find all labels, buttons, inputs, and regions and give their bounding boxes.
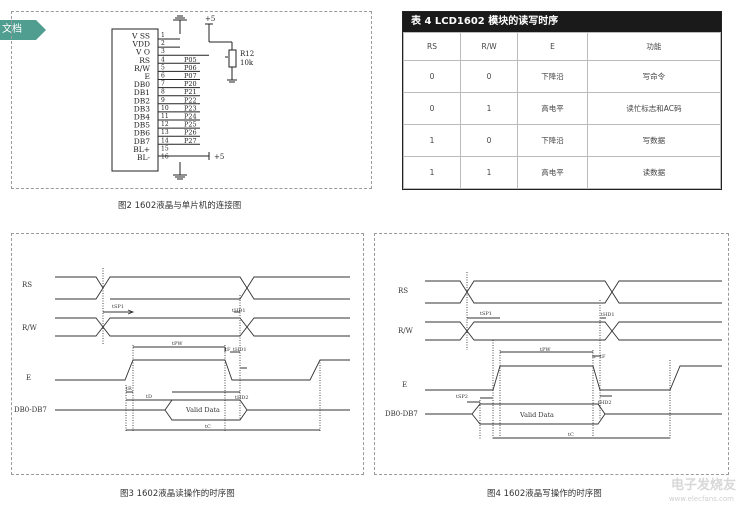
pin-number: 13	[161, 129, 169, 136]
lcd-chip	[111, 28, 159, 172]
pin-label: V SS	[131, 32, 150, 41]
cell-rw: 1	[460, 92, 519, 125]
cell-rs: 0	[402, 92, 462, 125]
header-function: 功能	[586, 32, 722, 61]
port-label: P26	[184, 129, 197, 137]
cell-e: 高电平	[517, 92, 588, 125]
read-write-table: 表 4 LCD1602 模块的读写时序 RS R/W E 功能 0 0 下降沿 …	[402, 11, 722, 190]
cell-rw: 0	[460, 124, 519, 157]
cell-rw: 1	[460, 156, 519, 189]
cell-function: 读数据	[586, 156, 722, 189]
pin-label: E	[145, 72, 150, 81]
pin-label: DB1	[134, 88, 150, 97]
table-grid: RS R/W E 功能 0 0 下降沿 写命令 0 1 高电平 读忙标志和AC码…	[402, 32, 722, 189]
pin-number: 11	[161, 113, 169, 120]
pin-label: DB4	[134, 113, 151, 122]
pin-number: 14	[161, 137, 169, 144]
pin-label: V O	[135, 48, 150, 57]
table-row: 1 1 高电平 读数据	[402, 156, 722, 189]
table-title: 表 4 LCD1602 模块的读写时序	[403, 12, 721, 32]
pin-label: DB2	[134, 96, 151, 105]
port-label: P23	[184, 104, 197, 112]
resistor-value: 10k	[240, 59, 254, 67]
pin-label: BL+	[133, 145, 150, 154]
header-rw: R/W	[460, 32, 519, 61]
pin-label: DB5	[134, 121, 151, 130]
pin-label: VDD	[132, 40, 150, 49]
pin-label: DB7	[134, 137, 151, 146]
table-row: 0 0 下降沿 写命令	[402, 60, 722, 93]
port-label: P07	[184, 72, 197, 80]
port-label: P21	[184, 88, 197, 96]
port-label: P27	[184, 137, 197, 145]
plus5-top-label: +5	[205, 15, 215, 23]
pin-number: 12	[161, 121, 169, 128]
table-header-row: RS R/W E 功能	[402, 32, 722, 61]
cell-rs: 1	[402, 156, 462, 189]
pin-label: BL-	[137, 153, 150, 162]
pin-number: 8	[161, 89, 165, 96]
port-label: P25	[184, 121, 197, 129]
cell-rw: 0	[460, 60, 519, 93]
pin-number: 3	[161, 48, 165, 55]
table-row: 0 1 高电平 读忙标志和AC码	[402, 92, 722, 125]
pin-label: R/W	[134, 64, 150, 73]
header-e: E	[517, 32, 588, 61]
pin-number: 2	[161, 40, 165, 47]
write-timing-panel	[374, 233, 729, 475]
figure4-caption: 图4 1602液晶写操作的时序图	[487, 489, 602, 499]
pin-number: 5	[161, 64, 165, 71]
pin-number: 10	[161, 105, 169, 112]
read-timing-panel	[11, 233, 364, 475]
pin-label: DB3	[134, 104, 151, 113]
cell-e: 下降沿	[517, 60, 588, 93]
port-label: P20	[184, 80, 197, 88]
pin-label: RS	[139, 56, 150, 65]
pin-number: 15	[161, 145, 169, 152]
cell-function: 读忙标志和AC码	[586, 92, 722, 125]
pin-label: DB6	[134, 129, 151, 138]
pin-number: 16	[161, 154, 169, 161]
pin-number: 7	[161, 81, 165, 88]
cell-function: 写命令	[586, 60, 722, 93]
pin-number: 6	[161, 73, 165, 80]
port-label: P06	[184, 64, 197, 72]
doc-badge: 文档	[0, 20, 46, 40]
watermark-url: www.elecfans.com	[668, 495, 734, 503]
resistor-label: R12	[240, 50, 254, 58]
circuit-panel	[11, 11, 372, 189]
cell-e: 下降沿	[517, 124, 588, 157]
port-label: P05	[184, 56, 197, 64]
resistor-r12	[228, 49, 237, 68]
pin-number: 9	[161, 97, 165, 104]
port-label: P22	[184, 96, 197, 104]
header-rs: RS	[402, 32, 462, 61]
port-label: P24	[184, 113, 197, 121]
cell-function: 写数据	[586, 124, 722, 157]
pin-number: 4	[161, 56, 165, 63]
table-row: 1 0 下降沿 写数据	[402, 124, 722, 157]
watermark-logo: 电子发烧友	[670, 478, 736, 493]
plus5-bl-label: +5	[214, 153, 224, 161]
figure2-caption: 图2 1602液晶与单片机的连接图	[118, 201, 242, 211]
cell-rs: 1	[402, 124, 462, 157]
cell-e: 高电平	[517, 156, 588, 189]
pin-label: DB0	[134, 80, 151, 89]
pin-number: 1	[161, 32, 165, 39]
cell-rs: 0	[402, 60, 462, 93]
figure3-caption: 图3 1602液晶读操作的时序图	[120, 489, 235, 499]
